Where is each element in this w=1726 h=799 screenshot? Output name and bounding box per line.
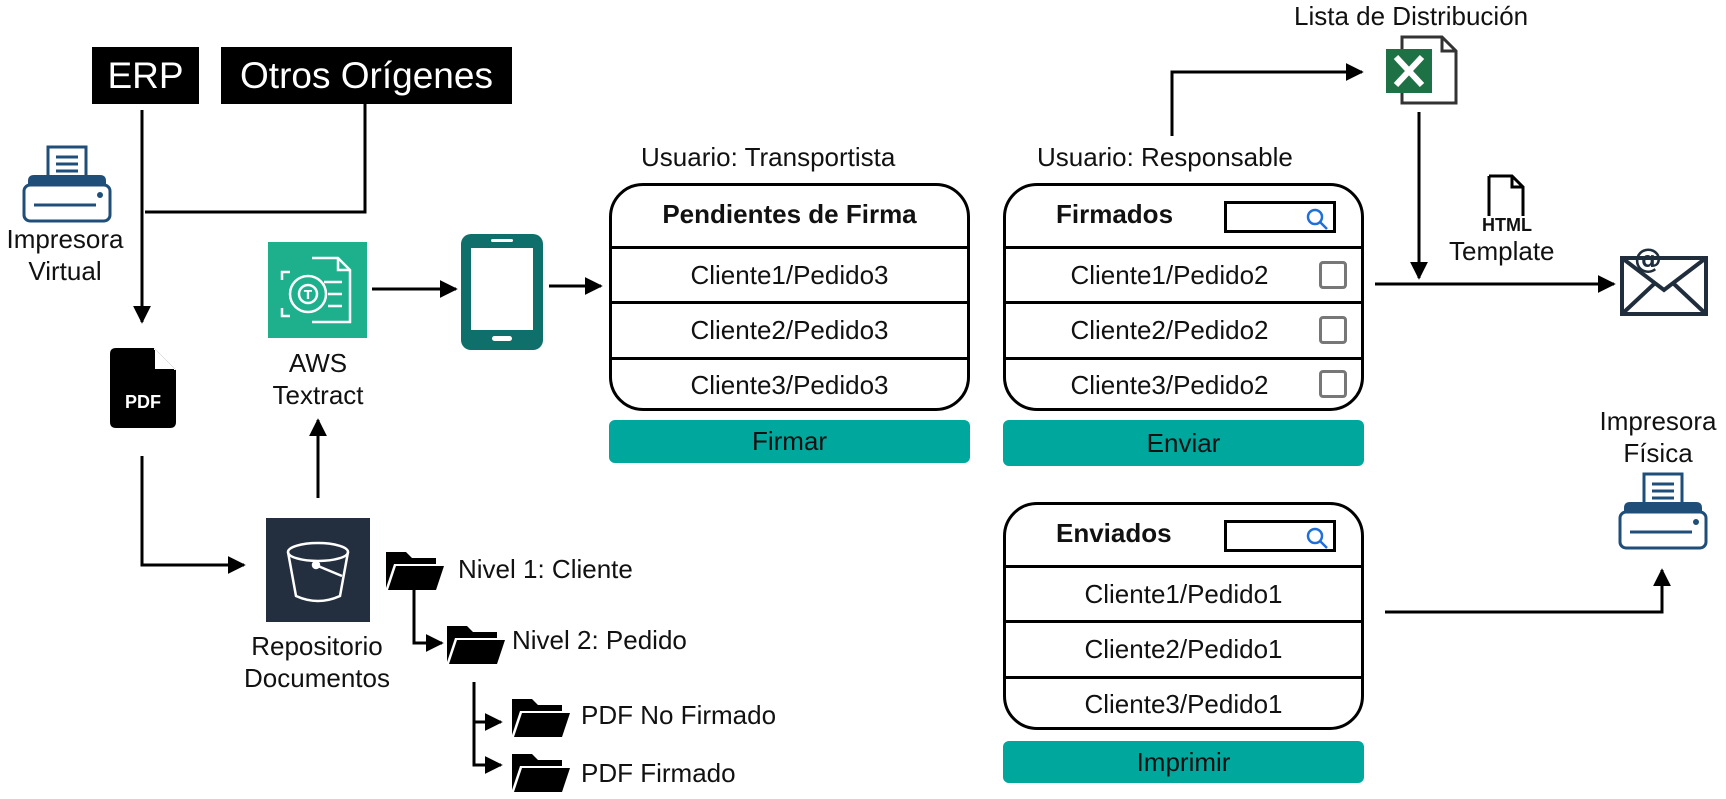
svg-text:@: @ [1634,242,1662,275]
excel-icon [1384,33,1460,107]
otros-connector [145,104,367,214]
list-item[interactable]: Cliente1/Pedido2 [1006,249,1361,304]
row-checkbox[interactable] [1319,370,1347,398]
aws-textract-icon: T [268,242,367,338]
search-icon [1306,208,1328,230]
pendientes-panel: Pendientes de Firma Cliente1/Pedido3 Cli… [609,183,970,411]
enviados-title: Enviados [1056,518,1172,548]
bucket-icon [266,518,370,622]
html-icon-text: HTML [1482,215,1532,235]
row-checkbox[interactable] [1319,316,1347,344]
repositorio-line2: Documentos [244,663,390,693]
impresora-fisica-line2: Física [1623,438,1693,468]
tree-nivel1-nivel2 [412,572,444,652]
email-icon: @ [1620,240,1708,316]
physical-printer-icon [1616,472,1710,552]
firmados-search-input[interactable] [1224,201,1336,233]
pendientes-title: Pendientes de Firma [662,199,917,229]
firmados-title: Firmados [1056,199,1174,229]
template-label: Template [1449,236,1555,266]
impresora-virtual-line2: Virtual [28,256,102,286]
impresora-fisica-label: Impresora Física [1590,405,1726,469]
folder-icon [512,695,570,744]
folder-nivel2-label: Nivel 2: Pedido [512,625,687,655]
aws-label-line2: Textract [272,380,364,410]
list-item[interactable]: Cliente2/Pedido3 [612,304,967,360]
svg-text:T: T [304,288,313,302]
imprimir-button[interactable]: Imprimir [1003,741,1364,783]
list-item[interactable]: Cliente2/Pedido1 [1006,623,1361,679]
folder-icon [447,622,505,671]
folder-icon [512,750,570,799]
responsable-user-label: Usuario: Responsable [1037,142,1293,172]
repositorio-line1: Repositorio [251,631,383,661]
impresora-virtual-line1: Impresora [6,224,124,254]
enviados-search-input[interactable] [1224,520,1336,552]
pdf-file-icon: PDF [110,348,176,428]
folder-firmado-label: PDF Firmado [581,758,736,788]
firmados-panel: Firmados Cliente1/Pedido2 Cliente2/Pedid… [1003,183,1364,411]
list-item[interactable]: Cliente3/Pedido1 [1084,688,1283,719]
firmados-header: Firmados [1006,186,1361,249]
impresora-virtual-label: Impresora Virtual [0,223,130,287]
list-item[interactable]: Cliente2/Pedido2 [1006,304,1361,360]
responsable-to-excel-arrow [1170,63,1364,136]
pendientes-header: Pendientes de Firma [612,186,967,249]
otros-origenes-source: Otros Orígenes [221,47,512,104]
repositorio-label: Repositorio Documentos [222,630,412,694]
virtual-printer-icon [20,145,114,225]
smartphone-icon [461,234,543,350]
folder-icon [386,548,444,597]
firmados-row-label: Cliente3/Pedido2 [1070,369,1269,400]
aws-textract-label: AWS Textract [248,347,388,411]
firmar-button[interactable]: Firmar [609,420,970,463]
firmados-row-label: Cliente2/Pedido2 [1070,315,1269,345]
html-file-icon [1486,174,1526,218]
list-item[interactable]: Cliente1/Pedido1 [1006,568,1361,623]
folder-nivel1-label: Nivel 1: Cliente [458,554,633,584]
enviados-header: Enviados [1006,505,1361,568]
enviados-panel: Enviados Cliente1/Pedido1 Cliente2/Pedid… [1003,502,1364,730]
firmados-row-label: Cliente1/Pedido2 [1070,259,1269,290]
tree-nivel2-branches [472,682,503,774]
list-item[interactable]: Cliente1/Pedido3 [612,249,967,304]
pdf-icon-text: PDF [125,392,161,412]
enviar-button[interactable]: Enviar [1003,420,1364,466]
enviados-to-printer-arrow [1385,568,1671,614]
impresora-fisica-line1: Impresora [1599,406,1717,436]
pdf-to-repo-arrow [140,456,246,574]
list-item[interactable]: Cliente3/Pedido2 [1006,360,1361,408]
list-item[interactable]: Cliente3/Pedido3 [690,369,889,400]
row-checkbox[interactable] [1319,261,1347,289]
aws-label-line1: AWS [288,348,348,378]
lista-distribucion-label: Lista de Distribución [1294,1,1529,31]
folder-no-firmado-label: PDF No Firmado [581,700,777,730]
transportista-user-label: Usuario: Transportista [641,142,896,172]
search-icon [1306,527,1328,549]
erp-source: ERP [92,47,199,104]
